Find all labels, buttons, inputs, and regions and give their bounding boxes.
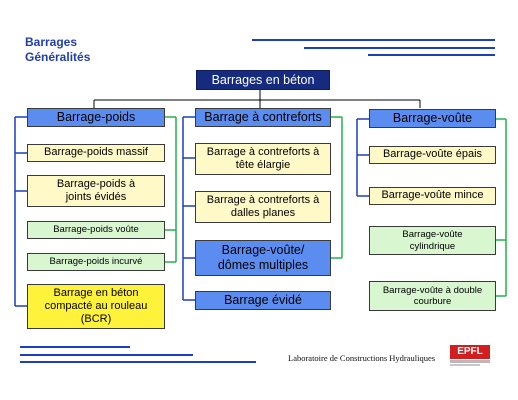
item-voute-domes-label: Barrage-voûte/ dômes multiples <box>217 243 309 272</box>
item-bcr: Barrage en béton compacté au rouleau (BC… <box>27 284 165 329</box>
item-voute-double-label: Barrage-voûte à double courbure <box>382 284 483 307</box>
item-voute-mince: Barrage-voûte mince <box>369 187 496 205</box>
item-contreforts-dalles: Barrage à contreforts à dalles planes <box>195 191 331 223</box>
slide-title: Barrages <box>25 35 78 49</box>
footer-lab-name: Laboratoire de Constructions Hydraulique… <box>288 353 436 363</box>
item-evide: Barrage évidé <box>195 291 331 310</box>
header-barrage-contreforts: Barrage à contreforts <box>195 108 331 127</box>
root-box: Barrages en béton <box>196 70 330 90</box>
epfl-logo: EPFL <box>450 345 490 367</box>
item-poids-incurve-label: Barrage-poids incurvé <box>49 256 143 268</box>
item-poids-joints: Barrage-poids à joints évidés <box>27 175 165 207</box>
item-poids-joints-label: Barrage-poids à joints évidés <box>56 177 136 203</box>
item-poids-voute-label: Barrage-poids voûte <box>53 224 139 236</box>
item-contreforts-tete: Barrage à contreforts à tête élargie <box>195 143 331 175</box>
item-poids-voute: Barrage-poids voûte <box>27 221 165 239</box>
header-barrage-poids: Barrage-poids <box>27 108 165 127</box>
item-poids-massif-label: Barrage-poids massif <box>44 146 148 159</box>
epfl-logo-subline <box>450 360 490 363</box>
item-poids-incurve: Barrage-poids incurvé <box>27 253 165 271</box>
root-label: Barrages en béton <box>211 72 315 87</box>
header-barrage-poids-label: Barrage-poids <box>56 110 136 124</box>
header-barrage-voute-label: Barrage-voûte <box>392 111 473 125</box>
slide-subtitle: Généralités <box>25 50 91 64</box>
header-barrage-contreforts-label: Barrage à contreforts <box>204 110 322 124</box>
item-voute-cylindrique: Barrage-voûte cylindrique <box>369 226 496 255</box>
item-voute-mince-label: Barrage-voûte mince <box>381 189 484 202</box>
epfl-logo-subline-2 <box>450 364 480 366</box>
item-evide-label: Barrage évidé <box>224 293 302 307</box>
item-voute-epais-label: Barrage-voûte épais <box>382 148 483 161</box>
item-contreforts-dalles-label: Barrage à contreforts à dalles planes <box>206 193 320 219</box>
item-voute-domes: Barrage-voûte/ dômes multiples <box>195 240 331 276</box>
item-bcr-label: Barrage en béton compacté au rouleau (BC… <box>44 286 148 326</box>
item-contreforts-tete-label: Barrage à contreforts à tête élargie <box>206 145 320 171</box>
item-voute-epais: Barrage-voûte épais <box>369 146 496 164</box>
item-poids-massif: Barrage-poids massif <box>27 144 165 162</box>
item-voute-double: Barrage-voûte à double courbure <box>369 281 496 311</box>
header-barrage-voute: Barrage-voûte <box>369 109 496 128</box>
epfl-logo-mark: EPFL <box>450 345 490 359</box>
item-voute-cylindrique-label: Barrage-voûte cylindrique <box>402 229 463 252</box>
